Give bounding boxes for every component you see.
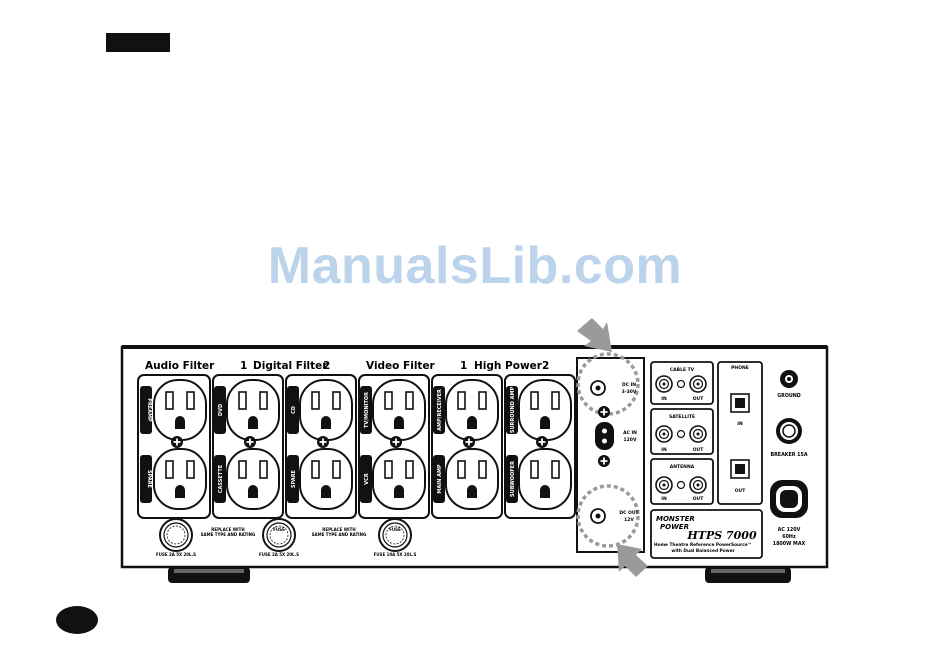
phone-out-label: OUT <box>735 488 746 494</box>
model-description: Home Theatre Reference PowerSource™ <box>654 542 752 548</box>
cable-out-label: OUT <box>693 396 704 402</box>
arrow-icon-top <box>577 318 612 352</box>
outlet-label-main-amp: MAIN AMP <box>437 464 443 493</box>
outlet-label-amp-receiver: AMP/RECEIVER <box>437 389 443 431</box>
phone-in-label: IN <box>737 421 743 427</box>
ac-rating-voltage: AC 120V <box>778 527 801 533</box>
dc-in-voltage: 3-30V <box>622 389 637 395</box>
fuse-word: FUSE <box>273 527 285 532</box>
ac-inlet <box>595 422 614 450</box>
breaker-label: BREAKER 15A <box>770 452 807 458</box>
watermark-text: ManualsLib.com <box>267 237 683 295</box>
plus-icon-dc-2 <box>597 454 611 468</box>
outlet-label-vcr: VCR <box>364 473 370 485</box>
antenna-label: ANTENNA <box>670 464 695 470</box>
sat-in-label: IN <box>661 447 667 453</box>
outlet-label-preamp: PREAMP <box>146 398 152 422</box>
model-description-2: with Dual Balanced Power <box>671 548 735 554</box>
satellite-label: SATELLITE <box>669 414 695 420</box>
outlet-label-dvd: DVD <box>218 404 224 416</box>
model-name: HTPS 7000 <box>686 529 757 542</box>
dc-out-voltage: 12V <box>624 517 634 523</box>
fuse-note-1b: SAME TYPE AND RATING <box>201 532 256 537</box>
high-power-1-label: 1 <box>460 360 467 372</box>
outlet-label-tv-monitor: TV/MONITOR <box>364 392 370 428</box>
dc-out-label: DC OUT <box>619 510 639 516</box>
outlet-label-cd: CD <box>291 406 297 414</box>
outlet-label-cassette: CASSETTE <box>218 464 224 493</box>
high-power-label: High Power <box>474 360 543 372</box>
fuse-word-2: FUSE <box>389 527 401 532</box>
ac-rating-wattage: 1800W MAX <box>773 541 806 547</box>
callout-circle-dc-in <box>576 352 640 416</box>
phone-label: PHONE <box>731 365 749 371</box>
cable-in-label: IN <box>661 396 667 402</box>
ant-in-label: IN <box>661 496 667 502</box>
plus-icon-av <box>676 379 686 490</box>
high-power-2-label: 2 <box>542 360 549 372</box>
ground-label: GROUND <box>777 393 801 399</box>
page-number-badge <box>56 606 98 634</box>
arrow-icon-bottom <box>617 544 648 577</box>
sat-out-label: OUT <box>693 447 704 453</box>
fuse-1-caption: FUSE 2A 5X 20L.S <box>156 552 196 557</box>
ant-out-label: OUT <box>693 496 704 502</box>
brand-box <box>650 509 763 559</box>
fuse-3-caption: FUSE 10A 5X 20L.S <box>374 552 417 557</box>
section-tab <box>106 33 170 52</box>
fuse-2-caption: FUSE 2A 5X 20L.S <box>259 552 299 557</box>
ac-rating-frequency: 60Hz <box>782 534 796 540</box>
plus-icon-dc-1 <box>597 405 611 419</box>
brand-logo-bottom: POWER <box>660 523 689 531</box>
fuse-note-2a: REPLACE WITH <box>322 527 355 532</box>
video-filter-label: Video Filter <box>366 360 436 372</box>
outlet-label-subwoofer: SUBWOOFER <box>510 461 516 497</box>
outlet-label-spare: SPARE <box>146 470 152 489</box>
brand-logo-top: MONSTER <box>656 515 695 523</box>
ac-in-label: AC IN <box>623 430 637 436</box>
fuse-note-1a: REPLACE WITH <box>211 527 244 532</box>
callout-circle-dc-out <box>576 484 640 548</box>
cable-tv-label: CABLE TV <box>670 367 695 373</box>
outlet-label-surround-amp: SURROUND AMP <box>510 387 516 434</box>
dc-in-label: DC IN <box>622 382 636 388</box>
audio-filter-label: Audio Filter <box>145 360 215 372</box>
digital-filter-label: Digital Filter <box>253 360 328 372</box>
fuse-note-2b: SAME TYPE AND RATING <box>312 532 367 537</box>
digital-2-label: 2 <box>323 360 330 372</box>
outlet-label-spare-2: SPARE <box>291 469 297 488</box>
digital-1-label: 1 <box>240 360 247 372</box>
ac-in-voltage: 120V <box>624 437 637 443</box>
